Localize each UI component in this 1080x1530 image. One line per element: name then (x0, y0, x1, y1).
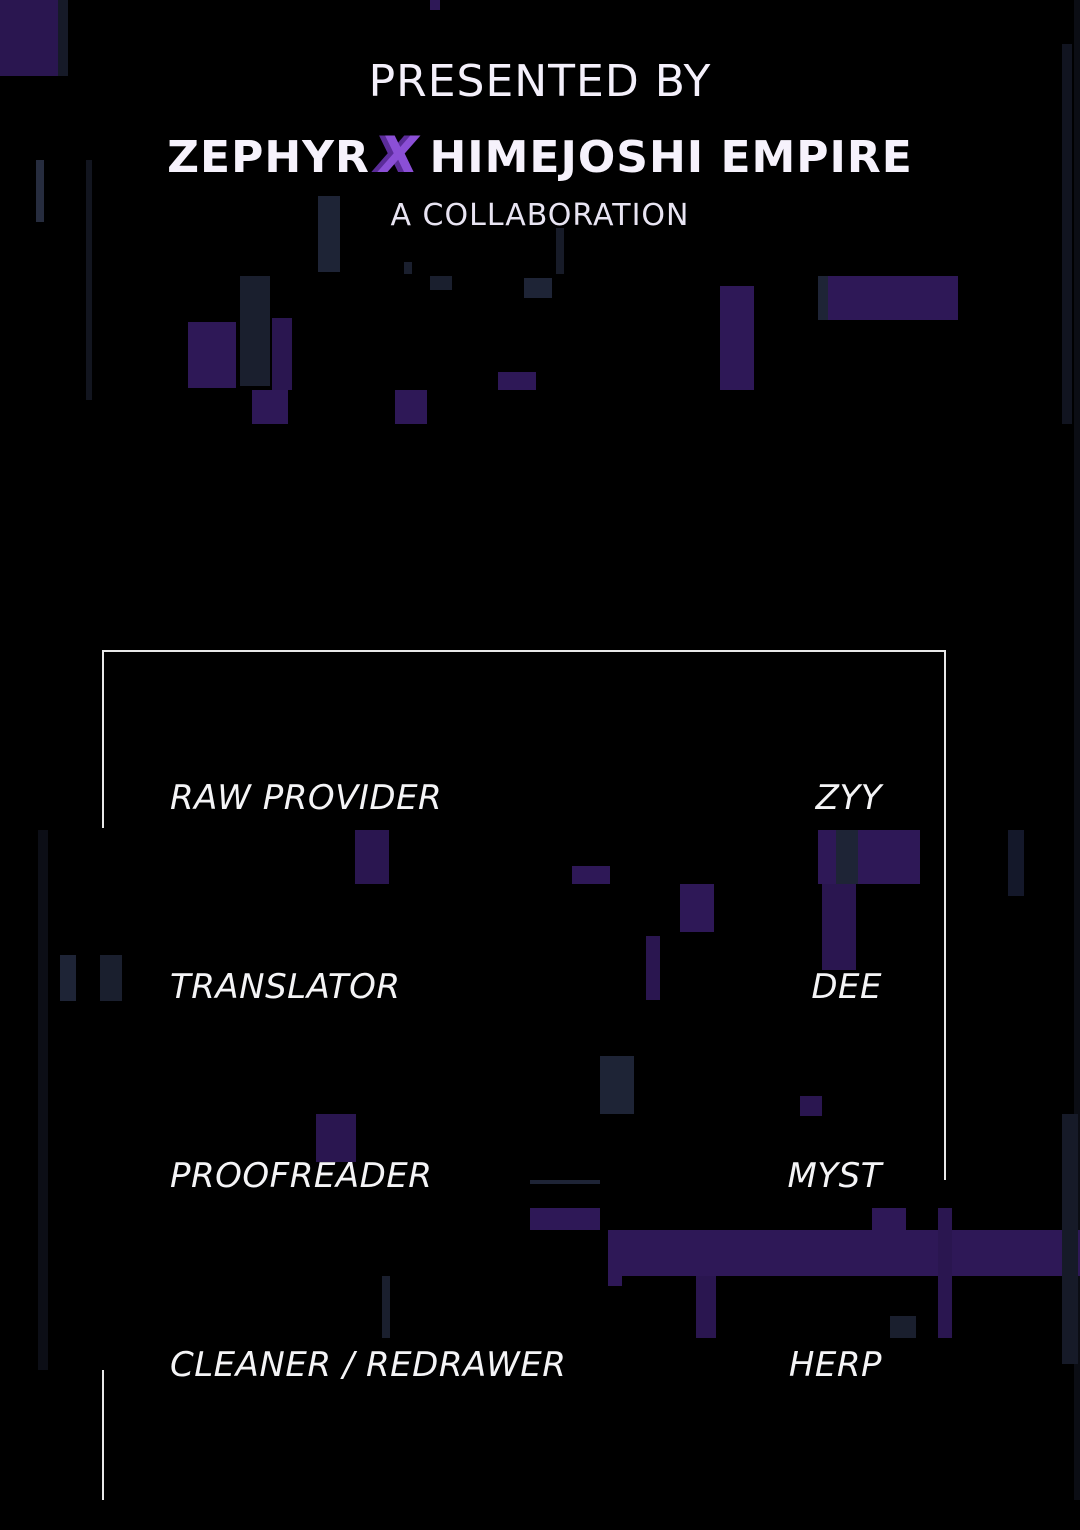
brand-x-logo: X (379, 126, 420, 184)
credit-row-proofreader: PROOFREADER MYST (170, 1156, 882, 1206)
credits-frame-left-edge (102, 650, 104, 828)
credits-frame (102, 650, 946, 1530)
credits-frame-right-edge (944, 650, 946, 1180)
credits-frame-left-edge-lower (102, 1370, 104, 1500)
credit-row-raw-provider: RAW PROVIDER ZYY (170, 778, 882, 828)
credit-name: HERP (788, 1345, 882, 1385)
presented-by-heading: PRESENTED BY (368, 56, 712, 107)
credit-role: PROOFREADER (170, 1156, 433, 1196)
brand-left: ZEPHYR (167, 132, 370, 183)
credit-name: MYST (787, 1156, 882, 1196)
credit-name: DEE (811, 967, 882, 1007)
credit-role: CLEANER / REDRAWER (170, 1345, 567, 1385)
collaboration-subtitle: A COLLABORATION (390, 198, 690, 233)
credit-name: ZYY (815, 778, 882, 818)
credit-row-translator: TRANSLATOR DEE (170, 967, 882, 1017)
brand-right: HIMEJOSHI EMPIRE (429, 132, 913, 183)
credit-row-cleaner-redrawer: CLEANER / REDRAWER HERP (170, 1345, 882, 1395)
credit-role: RAW PROVIDER (170, 778, 443, 818)
credit-role: TRANSLATOR (170, 967, 401, 1007)
